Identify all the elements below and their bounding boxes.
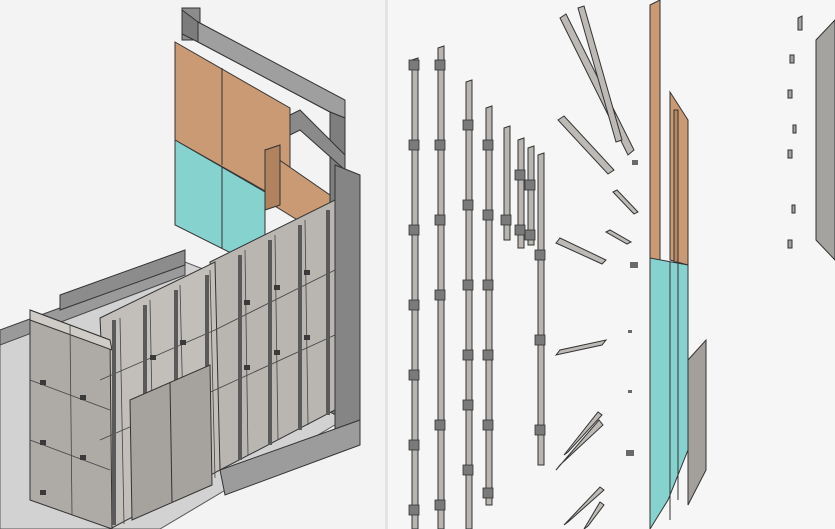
osb-sheet-2 xyxy=(669,90,689,266)
door-seam xyxy=(169,381,173,503)
exploded-drawing xyxy=(408,0,835,529)
assembled-view xyxy=(0,0,385,529)
osb-sheet xyxy=(649,0,661,266)
panel-clips xyxy=(40,270,310,495)
vertical-rails xyxy=(411,45,545,529)
exploded-view xyxy=(388,0,835,529)
diagonal-rails xyxy=(554,5,639,529)
concrete-wall-left xyxy=(59,249,186,311)
small-clips xyxy=(626,160,638,456)
insulation-sheet xyxy=(649,257,689,529)
concrete-wall-right-3 xyxy=(334,164,361,441)
far-panel-fragments xyxy=(787,15,835,261)
osb-panel-side xyxy=(264,144,281,211)
view-divider xyxy=(385,0,388,529)
assembled-drawing xyxy=(0,7,361,529)
exploded-panel-bottom xyxy=(687,338,707,506)
concrete-base xyxy=(219,419,361,496)
rail-brackets xyxy=(408,59,546,516)
osb-sheet-3 xyxy=(673,109,679,263)
